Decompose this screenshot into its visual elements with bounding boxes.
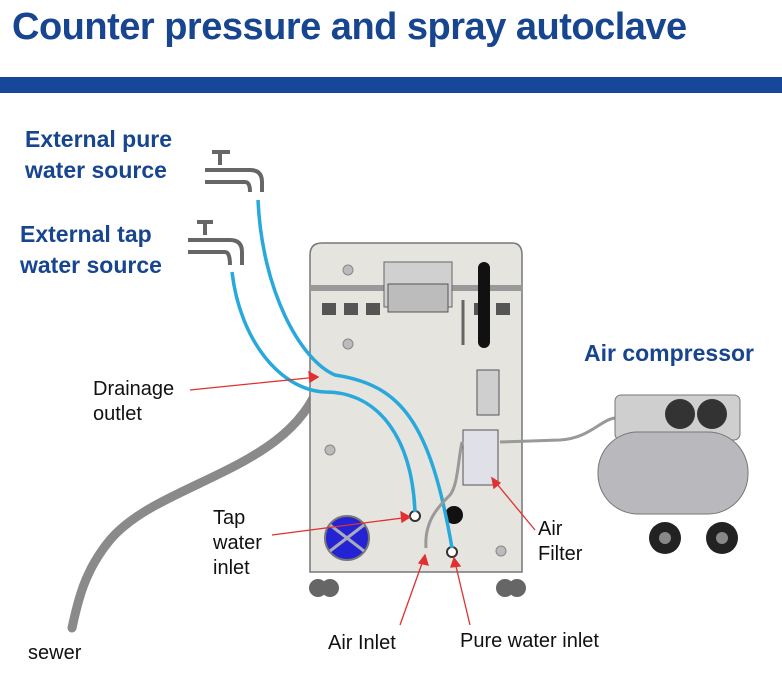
autoclave-machine (309, 242, 526, 597)
drainage-hose (67, 367, 328, 633)
sewer-label: sewer (28, 642, 82, 664)
callout-arrows (189, 370, 536, 626)
pure-water-inlet-label: Pure water inlet (460, 630, 599, 652)
pure-water-faucet-icon (205, 150, 264, 193)
air-compressor-label: Air compressor (584, 340, 755, 366)
title-divider (0, 77, 782, 93)
page-title: Counter pressure and spray autoclave (12, 6, 687, 48)
air-inlet-label: Air Inlet (328, 632, 396, 654)
tap-water-faucet-icon (188, 220, 244, 266)
tap-water-pipe (230, 271, 417, 513)
air-inlet-hose (424, 441, 464, 549)
air-compressor-image (597, 394, 749, 554)
pure-water-pipe (256, 199, 454, 549)
compressor-hose (499, 416, 616, 444)
